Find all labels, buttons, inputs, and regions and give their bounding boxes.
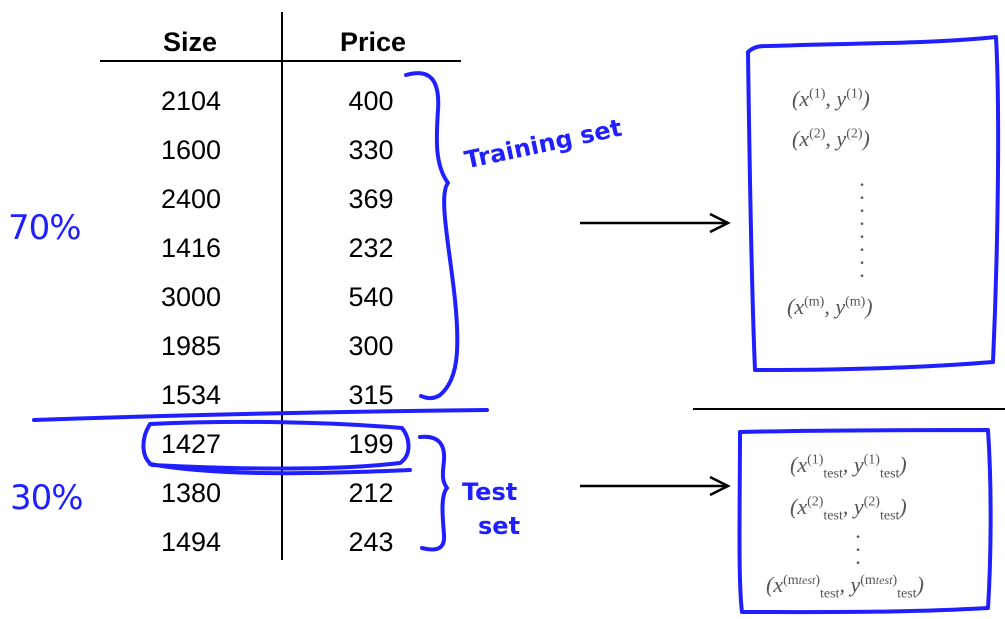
train-percent-label: 70% <box>8 208 82 248</box>
highlight-loop <box>141 419 412 476</box>
price-cell: 199 <box>348 429 394 459</box>
size-cell: 1985 <box>160 331 222 361</box>
size-cell: 3000 <box>160 282 222 312</box>
price-cell: 212 <box>348 478 394 508</box>
test-label-line1: Test <box>462 478 518 506</box>
arrow-to-training <box>580 212 731 234</box>
price-cell: 232 <box>348 233 394 263</box>
arrow-to-test <box>580 475 731 497</box>
training-example-m: (x(m), y(m)) <box>787 294 873 319</box>
training-vdots: ········ <box>858 172 866 288</box>
price-cell: 540 <box>348 282 394 312</box>
size-cell: 1534 <box>160 380 222 410</box>
price-cell: 369 <box>348 184 394 214</box>
test-brace <box>418 434 449 552</box>
price-cell: 330 <box>348 135 394 165</box>
training-box <box>746 35 1001 372</box>
price-cell: 243 <box>348 527 394 557</box>
training-example-1: (x(1), y(1)) <box>792 86 870 111</box>
test-box <box>737 428 993 615</box>
training-example-2: (x(2), y(2)) <box>792 126 870 151</box>
size-cell: 1380 <box>160 478 222 508</box>
test-example-1: (x(1)test, y(1)test) <box>790 452 907 482</box>
price-cell: 315 <box>348 380 394 410</box>
test-label-line2: set <box>478 512 521 540</box>
size-cell: 1494 <box>160 527 222 557</box>
test-example-m: (x(mtest)test, y(mtest)test) <box>766 572 924 602</box>
test-example-2: (x(2)test, y(2)test) <box>790 494 907 524</box>
training-brace <box>404 71 460 401</box>
price-cell: 400 <box>348 86 394 116</box>
header-size: Size <box>162 27 218 57</box>
header-price: Price <box>339 27 407 57</box>
size-cell: 1600 <box>160 135 222 165</box>
test-percent-label: 30% <box>10 478 84 518</box>
size-cell: 1427 <box>160 429 222 459</box>
split-handwritten-line <box>32 408 489 422</box>
size-cell: 2400 <box>160 184 222 214</box>
test-vdots: ··· <box>854 524 862 575</box>
size-cell: 2104 <box>160 86 222 116</box>
size-cell: 1416 <box>160 233 222 263</box>
price-cell: 300 <box>348 331 394 361</box>
